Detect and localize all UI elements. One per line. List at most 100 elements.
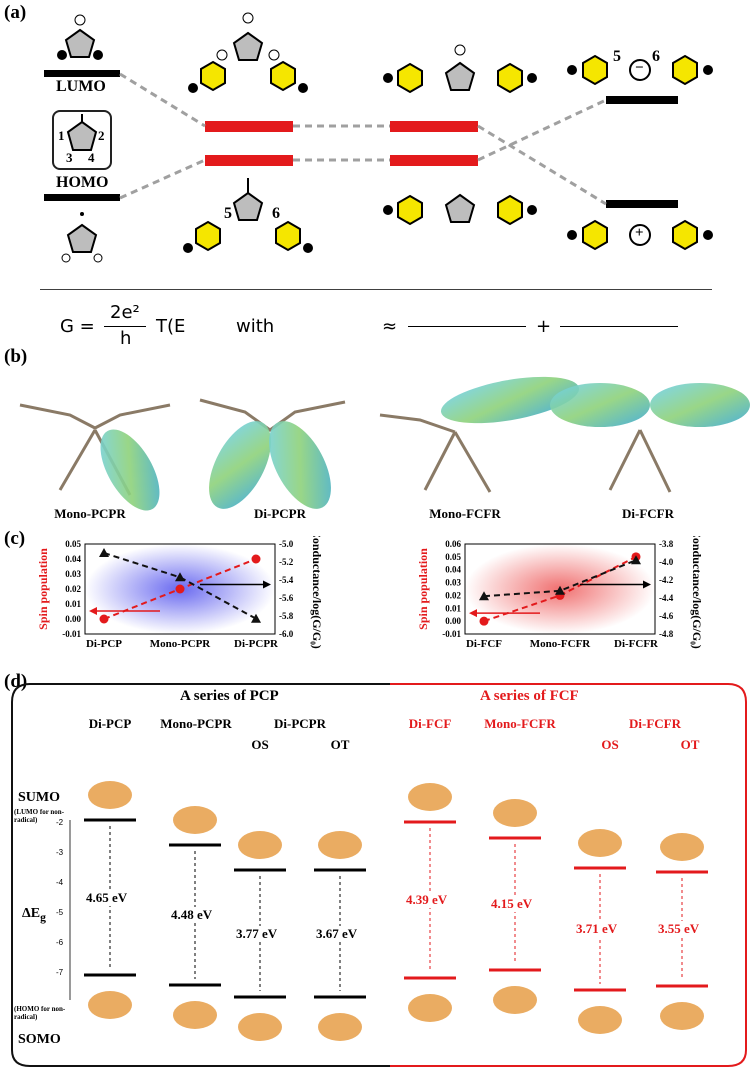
energy-axis-tick: -5 bbox=[56, 908, 64, 917]
chart-1-ytick: 0.02 bbox=[445, 590, 461, 600]
chart-0-ytick: 0.05 bbox=[65, 539, 81, 549]
chart-1-series-0-point bbox=[479, 616, 489, 626]
chart-0-y2tick: -5.4 bbox=[279, 575, 294, 585]
panel-label-a: (a) bbox=[4, 2, 27, 23]
caption-mono-fcfr: Mono-FCFR bbox=[429, 506, 501, 521]
chart-0-y2label: Conductance/log(G/G₀) bbox=[310, 536, 324, 649]
chart-0-y2tick: -6.0 bbox=[279, 629, 294, 639]
eq-plus: + bbox=[536, 316, 552, 337]
bonding-fragment bbox=[567, 220, 713, 250]
homo-red-level-2 bbox=[390, 155, 478, 166]
orbital-sumo-6 bbox=[578, 829, 622, 857]
chart-1-right-arrowhead bbox=[643, 580, 651, 589]
chart-0-ytick: -0.01 bbox=[62, 629, 81, 639]
chart-1-series-1-point bbox=[555, 585, 565, 595]
chart-0-y2tick: -5.0 bbox=[279, 539, 294, 549]
plus-sign: + bbox=[635, 225, 644, 241]
lumo-red-level-2 bbox=[390, 121, 478, 132]
col-di-pcpr-os: OS bbox=[251, 737, 269, 752]
chart-0-series-0-point bbox=[175, 584, 185, 594]
homo-level bbox=[44, 194, 120, 201]
orbital-sumo-2 bbox=[238, 831, 282, 859]
gap-value-0: 4.65 eV bbox=[84, 889, 130, 906]
energy-axis-tick: -4 bbox=[56, 878, 64, 887]
energy-axis-tick: -7 bbox=[56, 968, 64, 977]
chart-1-series-1-point bbox=[479, 591, 489, 601]
orbital-sumo-3 bbox=[318, 831, 362, 859]
chart-1-y2label: Conductance/log(G/G₀) bbox=[690, 536, 704, 649]
lumo-chain bbox=[383, 44, 537, 93]
chart-0-ylabel: Spin population bbox=[36, 548, 50, 630]
lumo-dimer-top bbox=[188, 12, 308, 93]
lumo-level bbox=[44, 70, 120, 77]
eq-approx: ≈ bbox=[382, 316, 398, 337]
orbital-somo-0 bbox=[88, 991, 132, 1019]
ring-number-3: 3 bbox=[66, 150, 73, 165]
chart-0-ytick: 0.01 bbox=[65, 599, 81, 609]
energy-axis-tick: -6 bbox=[56, 938, 64, 947]
conductance-equation: G = 2e² h T(E with ≈ + bbox=[60, 302, 700, 354]
orbital-somo-5 bbox=[493, 986, 537, 1014]
orbital-somo-3 bbox=[318, 1013, 362, 1041]
chart-0-series-1-point bbox=[99, 548, 109, 557]
col-mono-pcpr: Mono-PCPR bbox=[160, 716, 232, 731]
chart-1-y2tick: -4.4 bbox=[659, 593, 674, 603]
homo-label: HOMO bbox=[56, 174, 109, 191]
panel-label-d: (d) bbox=[4, 671, 28, 692]
orbital-somo-4 bbox=[408, 994, 452, 1022]
level-somo-3 bbox=[314, 995, 366, 999]
col-di-pcpr-ot: OT bbox=[330, 737, 350, 752]
orbital-sumo-7 bbox=[660, 833, 704, 861]
chart-1-y2tick: -4.6 bbox=[659, 611, 674, 621]
chart-0-series-0-point bbox=[251, 554, 261, 564]
caption-di-fcfr: Di-FCFR bbox=[622, 506, 674, 521]
chart-1-y2tick: -4.2 bbox=[659, 575, 674, 585]
lumo-red-level bbox=[205, 121, 293, 132]
chart-1-series-1-point bbox=[631, 555, 641, 565]
bonding-level bbox=[606, 200, 678, 208]
chart-1-ytick: 0.05 bbox=[445, 552, 461, 562]
chart-0-xtick: Mono-PCPR bbox=[150, 638, 212, 650]
chart-0-ytick: 0.04 bbox=[65, 554, 81, 564]
site-6-label-top: 6 bbox=[652, 48, 660, 65]
chart-1-ytick: 0.00 bbox=[445, 616, 461, 626]
eq-t: T(E bbox=[156, 316, 186, 337]
level-sumo-1 bbox=[169, 843, 221, 847]
chart-0-left-arrowhead bbox=[89, 607, 97, 615]
gap-value-2: 3.77 eV bbox=[234, 925, 280, 942]
orbital-somo-1 bbox=[173, 1001, 217, 1029]
orbital-sumo-1 bbox=[173, 806, 217, 834]
spin-conductance-charts: -0.010.000.010.020.030.040.05-6.0-5.8-5.… bbox=[36, 536, 704, 650]
level-sumo-0 bbox=[84, 818, 136, 822]
chart-1-xtick: Di-FCFR bbox=[614, 638, 659, 650]
ring-number-1: 1 bbox=[58, 128, 65, 143]
mono-fcfr-structure bbox=[379, 376, 580, 493]
orbital-somo-2 bbox=[238, 1013, 282, 1041]
homo-dimer-bottom bbox=[183, 178, 313, 253]
chart-0-xtick: Di-PCPR bbox=[234, 638, 279, 650]
sumo-note: (LUMO for non-radical) bbox=[14, 808, 65, 824]
cyclopentadienone-icon bbox=[66, 114, 98, 151]
orbital-diagram bbox=[40, 12, 713, 290]
ring-number-2: 2 bbox=[98, 128, 105, 143]
gap-value-1: 4.48 eV bbox=[169, 907, 215, 923]
col-di-pcpr: Di-PCPR bbox=[274, 716, 326, 731]
chart-1-ytick: -0.01 bbox=[442, 629, 461, 639]
eq-with: with bbox=[236, 316, 275, 337]
somo-label: SOMO bbox=[18, 1032, 61, 1047]
minus-sign: − bbox=[635, 60, 644, 76]
level-somo-0 bbox=[84, 973, 136, 977]
col-di-fcf: Di-FCF bbox=[408, 716, 452, 731]
mono-pcpr-structure bbox=[19, 403, 171, 511]
energy-axis-tick: -3 bbox=[56, 848, 64, 857]
level-sumo-2 bbox=[234, 868, 286, 872]
sumo-label: SUMO bbox=[18, 790, 60, 805]
panel-label-c: (c) bbox=[4, 528, 26, 549]
gap-value-4: 4.39 eV bbox=[404, 892, 450, 908]
orbital-somo-7 bbox=[660, 1002, 704, 1030]
cyclopentadienone-box: 1 2 3 4 bbox=[52, 110, 112, 170]
eq-numerator: 2e² bbox=[110, 302, 140, 323]
delta-eg-label: ΔEg bbox=[22, 906, 46, 924]
gap-value-5: 4.15 eV bbox=[489, 896, 535, 912]
